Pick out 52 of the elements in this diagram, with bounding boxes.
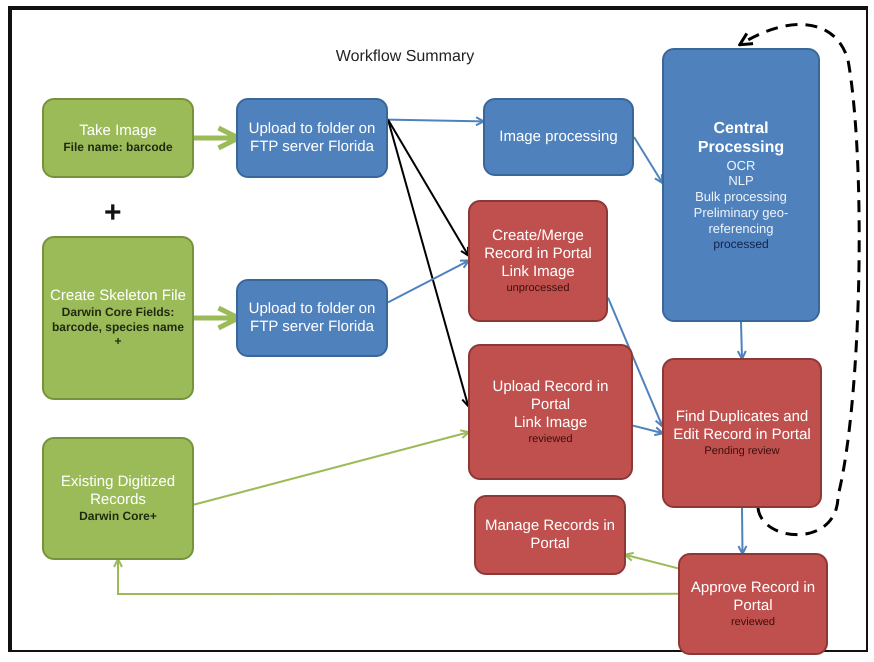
arrow — [736, 322, 747, 360]
box-note: processed — [713, 236, 769, 252]
box-note: unprocessed — [506, 282, 570, 296]
box-note: Link Image — [501, 263, 575, 282]
process-box — [483, 98, 634, 176]
dashed-loop-arrow — [738, 23, 861, 536]
box-heading: Upload to folder on FTP server Florida — [248, 120, 376, 156]
box-note: NLP — [728, 173, 754, 190]
process-box — [236, 279, 388, 357]
box-heading: Create Skeleton File — [50, 286, 186, 306]
arrow — [194, 429, 470, 506]
box-note: Bulk processing — [695, 189, 787, 206]
box-note: reviewed — [730, 616, 776, 629]
box-note: Darwin Core+ — [79, 509, 157, 524]
box-heading: Image processing — [499, 128, 618, 146]
arrow — [388, 260, 470, 304]
box-heading: Central Processing — [696, 118, 786, 158]
box-heading: Existing Digitized Records — [60, 472, 176, 510]
box-note: Preliminary geo-referencing — [692, 205, 790, 237]
box-heading: Find Duplicates and Edit Record in Portal — [672, 408, 812, 445]
box-note: File name: barcode — [63, 140, 173, 154]
process-box — [662, 48, 820, 322]
box-heading: Approve Record in Portal — [690, 579, 816, 616]
box-heading: Upload to folder on FTP server Florida — [248, 300, 376, 336]
diagram-title: Workflow Summary — [334, 48, 476, 66]
input-box — [42, 437, 194, 560]
portal-box — [474, 495, 626, 575]
arrow — [607, 297, 664, 428]
portal-box — [678, 553, 828, 655]
box-note: Darwin Core Fields: barcode, species name + — [50, 305, 186, 350]
box-heading: Manage Records in Portal — [484, 516, 616, 554]
portal-box — [468, 344, 633, 480]
arrow — [737, 508, 748, 555]
box-heading: Take Image — [79, 122, 157, 140]
arrow — [633, 136, 664, 184]
process-box — [236, 98, 388, 178]
arrow — [632, 424, 664, 436]
plus-sign: + — [104, 196, 122, 230]
box-note: reviewed — [528, 432, 573, 446]
box-note: Pending review — [704, 444, 780, 458]
input-box — [42, 236, 194, 400]
arrow — [387, 119, 470, 257]
arrow — [624, 552, 678, 570]
box-note: Link Image — [514, 414, 588, 433]
box-heading: Create/Merge Record in Portal — [483, 226, 593, 264]
arrow — [113, 558, 678, 595]
box-note: OCR — [726, 158, 756, 174]
box-heading: Upload Record in Portal — [492, 378, 610, 414]
input-box — [42, 98, 194, 178]
portal-box — [662, 358, 822, 508]
arrow — [388, 116, 485, 126]
portal-box — [468, 200, 608, 322]
